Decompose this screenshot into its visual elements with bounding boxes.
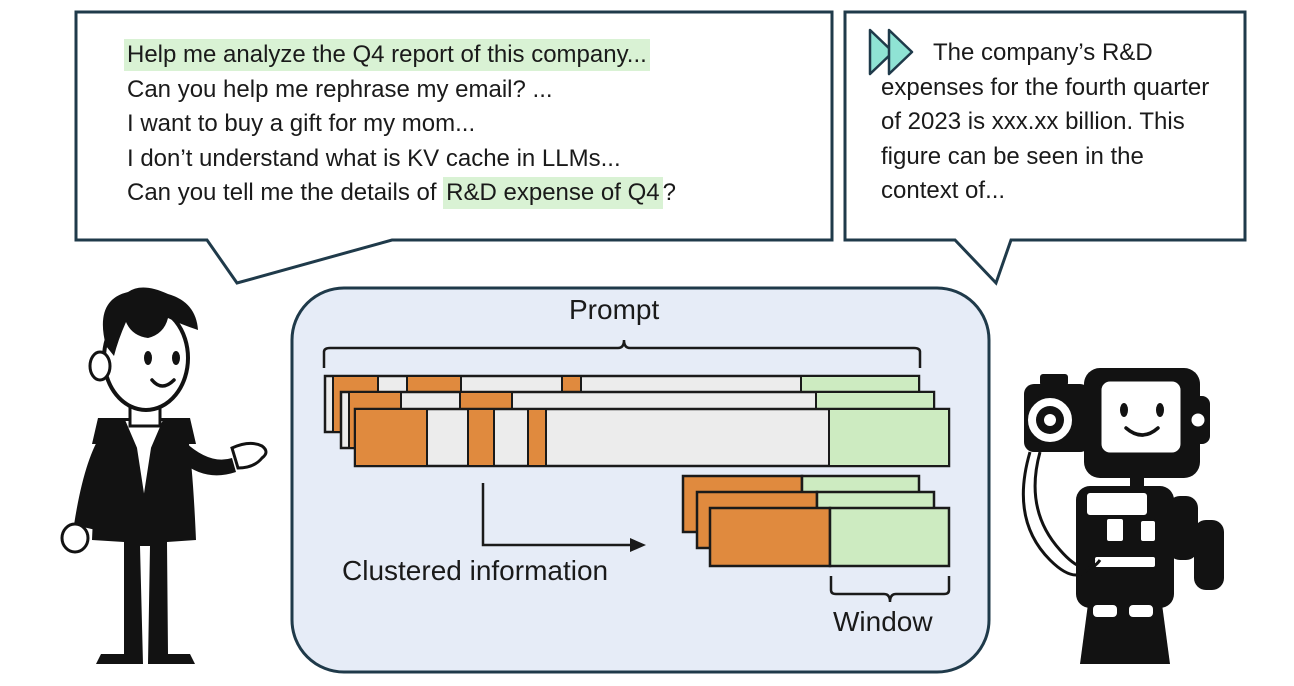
user-message-line-3: I want to buy a gift for my mom...	[127, 107, 676, 142]
user-message-line-1: Help me analyze the Q4 report of this co…	[124, 38, 676, 73]
cluster-arrow	[481, 483, 632, 547]
compressed-row-3	[708, 506, 951, 568]
prompt-label: Prompt	[569, 294, 660, 325]
user-speech-bubble	[74, 10, 834, 285]
user-messages: Help me analyze the Q4 report of this co…	[124, 38, 676, 211]
window-brace	[829, 576, 951, 603]
user-message-line-5: Can you tell me the details of R&D expen…	[127, 176, 676, 211]
highlighted-query: Help me analyze the Q4 report of this co…	[124, 39, 650, 71]
arrow-head	[630, 538, 646, 552]
highlighted-keyword: R&D expense of Q4	[443, 177, 663, 209]
window-label: Window	[833, 606, 933, 637]
message-text: I want to buy a gift for my mom...	[127, 110, 476, 137]
message-text: Can you help me rephrase my email? ...	[127, 75, 553, 103]
robot-illustration	[1021, 368, 1224, 664]
bot-response-text: The company’s R&D expenses for the fourt…	[881, 39, 1210, 204]
prompt-brace	[322, 339, 922, 368]
bot-response: The company’s R&D expenses for the fourt…	[881, 36, 1221, 209]
prompt-row-3	[353, 407, 951, 468]
user-message-line-2: Can you help me rephrase my email? ...	[127, 73, 676, 108]
fast-forward-icon	[868, 28, 914, 76]
clustered-information-label: Clustered information	[342, 555, 609, 586]
person-illustration	[60, 287, 268, 664]
message-text: ?	[662, 179, 676, 206]
bot-speech-bubble	[843, 10, 1247, 286]
message-text: I don’t understand what is KV cache in L…	[127, 144, 621, 172]
user-message-line-4: I don’t understand what is KV cache in L…	[127, 142, 676, 177]
message-text: Can you tell me the details of	[127, 179, 444, 206]
